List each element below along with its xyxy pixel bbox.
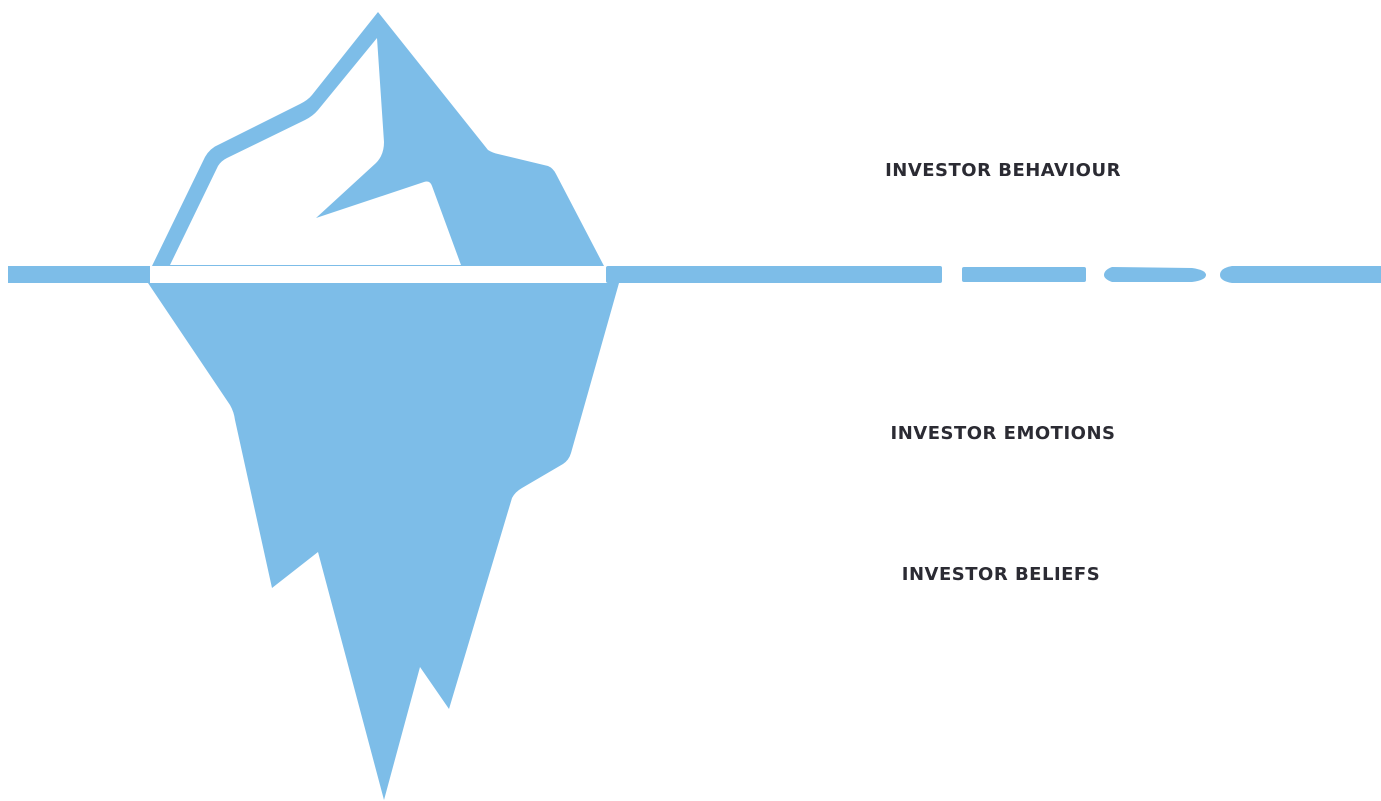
investor-behaviour-label: INVESTOR BEHAVIOUR [885,160,1121,181]
investor-beliefs-label: INVESTOR BELIEFS [901,564,1101,585]
waterline-left [8,266,150,283]
waterline-dash-2 [1104,267,1206,282]
waterline-right-main [606,266,942,283]
iceberg-tip-face [170,38,461,265]
iceberg-body [148,283,619,800]
investor-emotions-label: INVESTOR EMOTIONS [890,423,1116,444]
waterline-dash-3 [1220,266,1381,283]
waterline-dash-1 [962,267,1086,282]
